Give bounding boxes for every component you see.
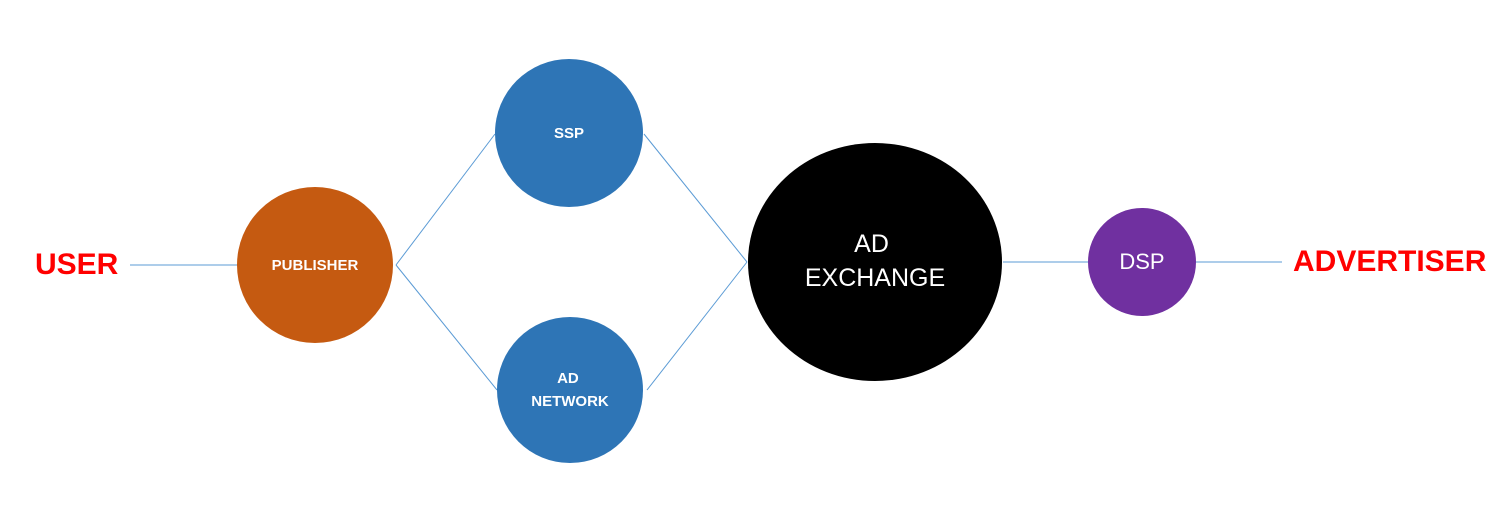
node-ssp-label: SSP bbox=[554, 125, 584, 142]
node-ad-network-label: AD NETWORK bbox=[531, 370, 609, 410]
node-ad-network-label-line-2: NETWORK bbox=[531, 393, 609, 410]
node-ad-network-circle bbox=[497, 317, 643, 463]
node-ad-exchange-circle bbox=[748, 143, 1002, 381]
node-ad-network-label-line-1: AD bbox=[557, 370, 579, 387]
connector-publisher-ssp bbox=[395, 133, 496, 266]
node-ad-exchange-label: AD EXCHANGE bbox=[805, 230, 945, 292]
node-ad-exchange-label-line-2: EXCHANGE bbox=[805, 264, 945, 292]
node-ad-exchange: AD EXCHANGE bbox=[748, 143, 1002, 381]
node-publisher: PUBLISHER bbox=[237, 187, 393, 343]
node-publisher-circle bbox=[237, 187, 393, 343]
connectors bbox=[130, 133, 1282, 391]
node-ad-exchange-label-line-1: AD bbox=[854, 230, 889, 258]
connector-ssp-ad-exchange bbox=[643, 133, 748, 263]
connector-ad-network-ad-exchange bbox=[646, 261, 748, 391]
node-ssp: SSP bbox=[495, 59, 643, 207]
node-dsp: DSP bbox=[1088, 208, 1196, 316]
actor-user-label: USER bbox=[35, 248, 119, 281]
node-ad-network: AD NETWORK bbox=[497, 317, 643, 463]
actor-advertiser-label: ADVERTISER bbox=[1293, 245, 1487, 278]
node-dsp-circle bbox=[1088, 208, 1196, 316]
node-ssp-circle bbox=[495, 59, 643, 207]
node-publisher-label: PUBLISHER bbox=[272, 257, 359, 274]
node-dsp-label: DSP bbox=[1119, 249, 1164, 274]
connector-publisher-ad-network bbox=[395, 264, 498, 391]
